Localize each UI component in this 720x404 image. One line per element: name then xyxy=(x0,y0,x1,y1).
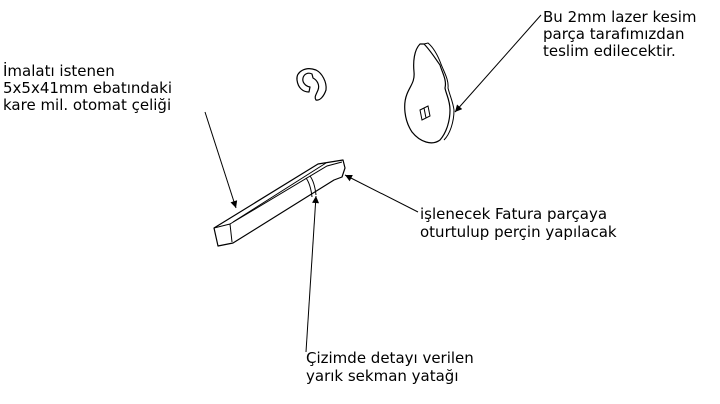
plate-leader xyxy=(454,14,542,113)
fatura-leader xyxy=(344,174,419,213)
shaft-leader xyxy=(204,111,238,209)
groove-leader xyxy=(305,195,320,353)
laser-cut-plate xyxy=(404,42,455,144)
shaft-note: İmalatı istenen 5x5x41mm ebatındaki kare… xyxy=(3,61,177,114)
groove-note: Çizimde detayı verilen yarık sekman yata… xyxy=(306,349,479,385)
retaining-ring xyxy=(296,68,327,101)
square-shaft xyxy=(213,159,346,247)
plate-note: Bu 2mm lazer kesim parça tarafımızdan te… xyxy=(543,8,701,60)
fatura-note: işlenecek Fatura parçaya oturtulup perçi… xyxy=(420,205,617,241)
